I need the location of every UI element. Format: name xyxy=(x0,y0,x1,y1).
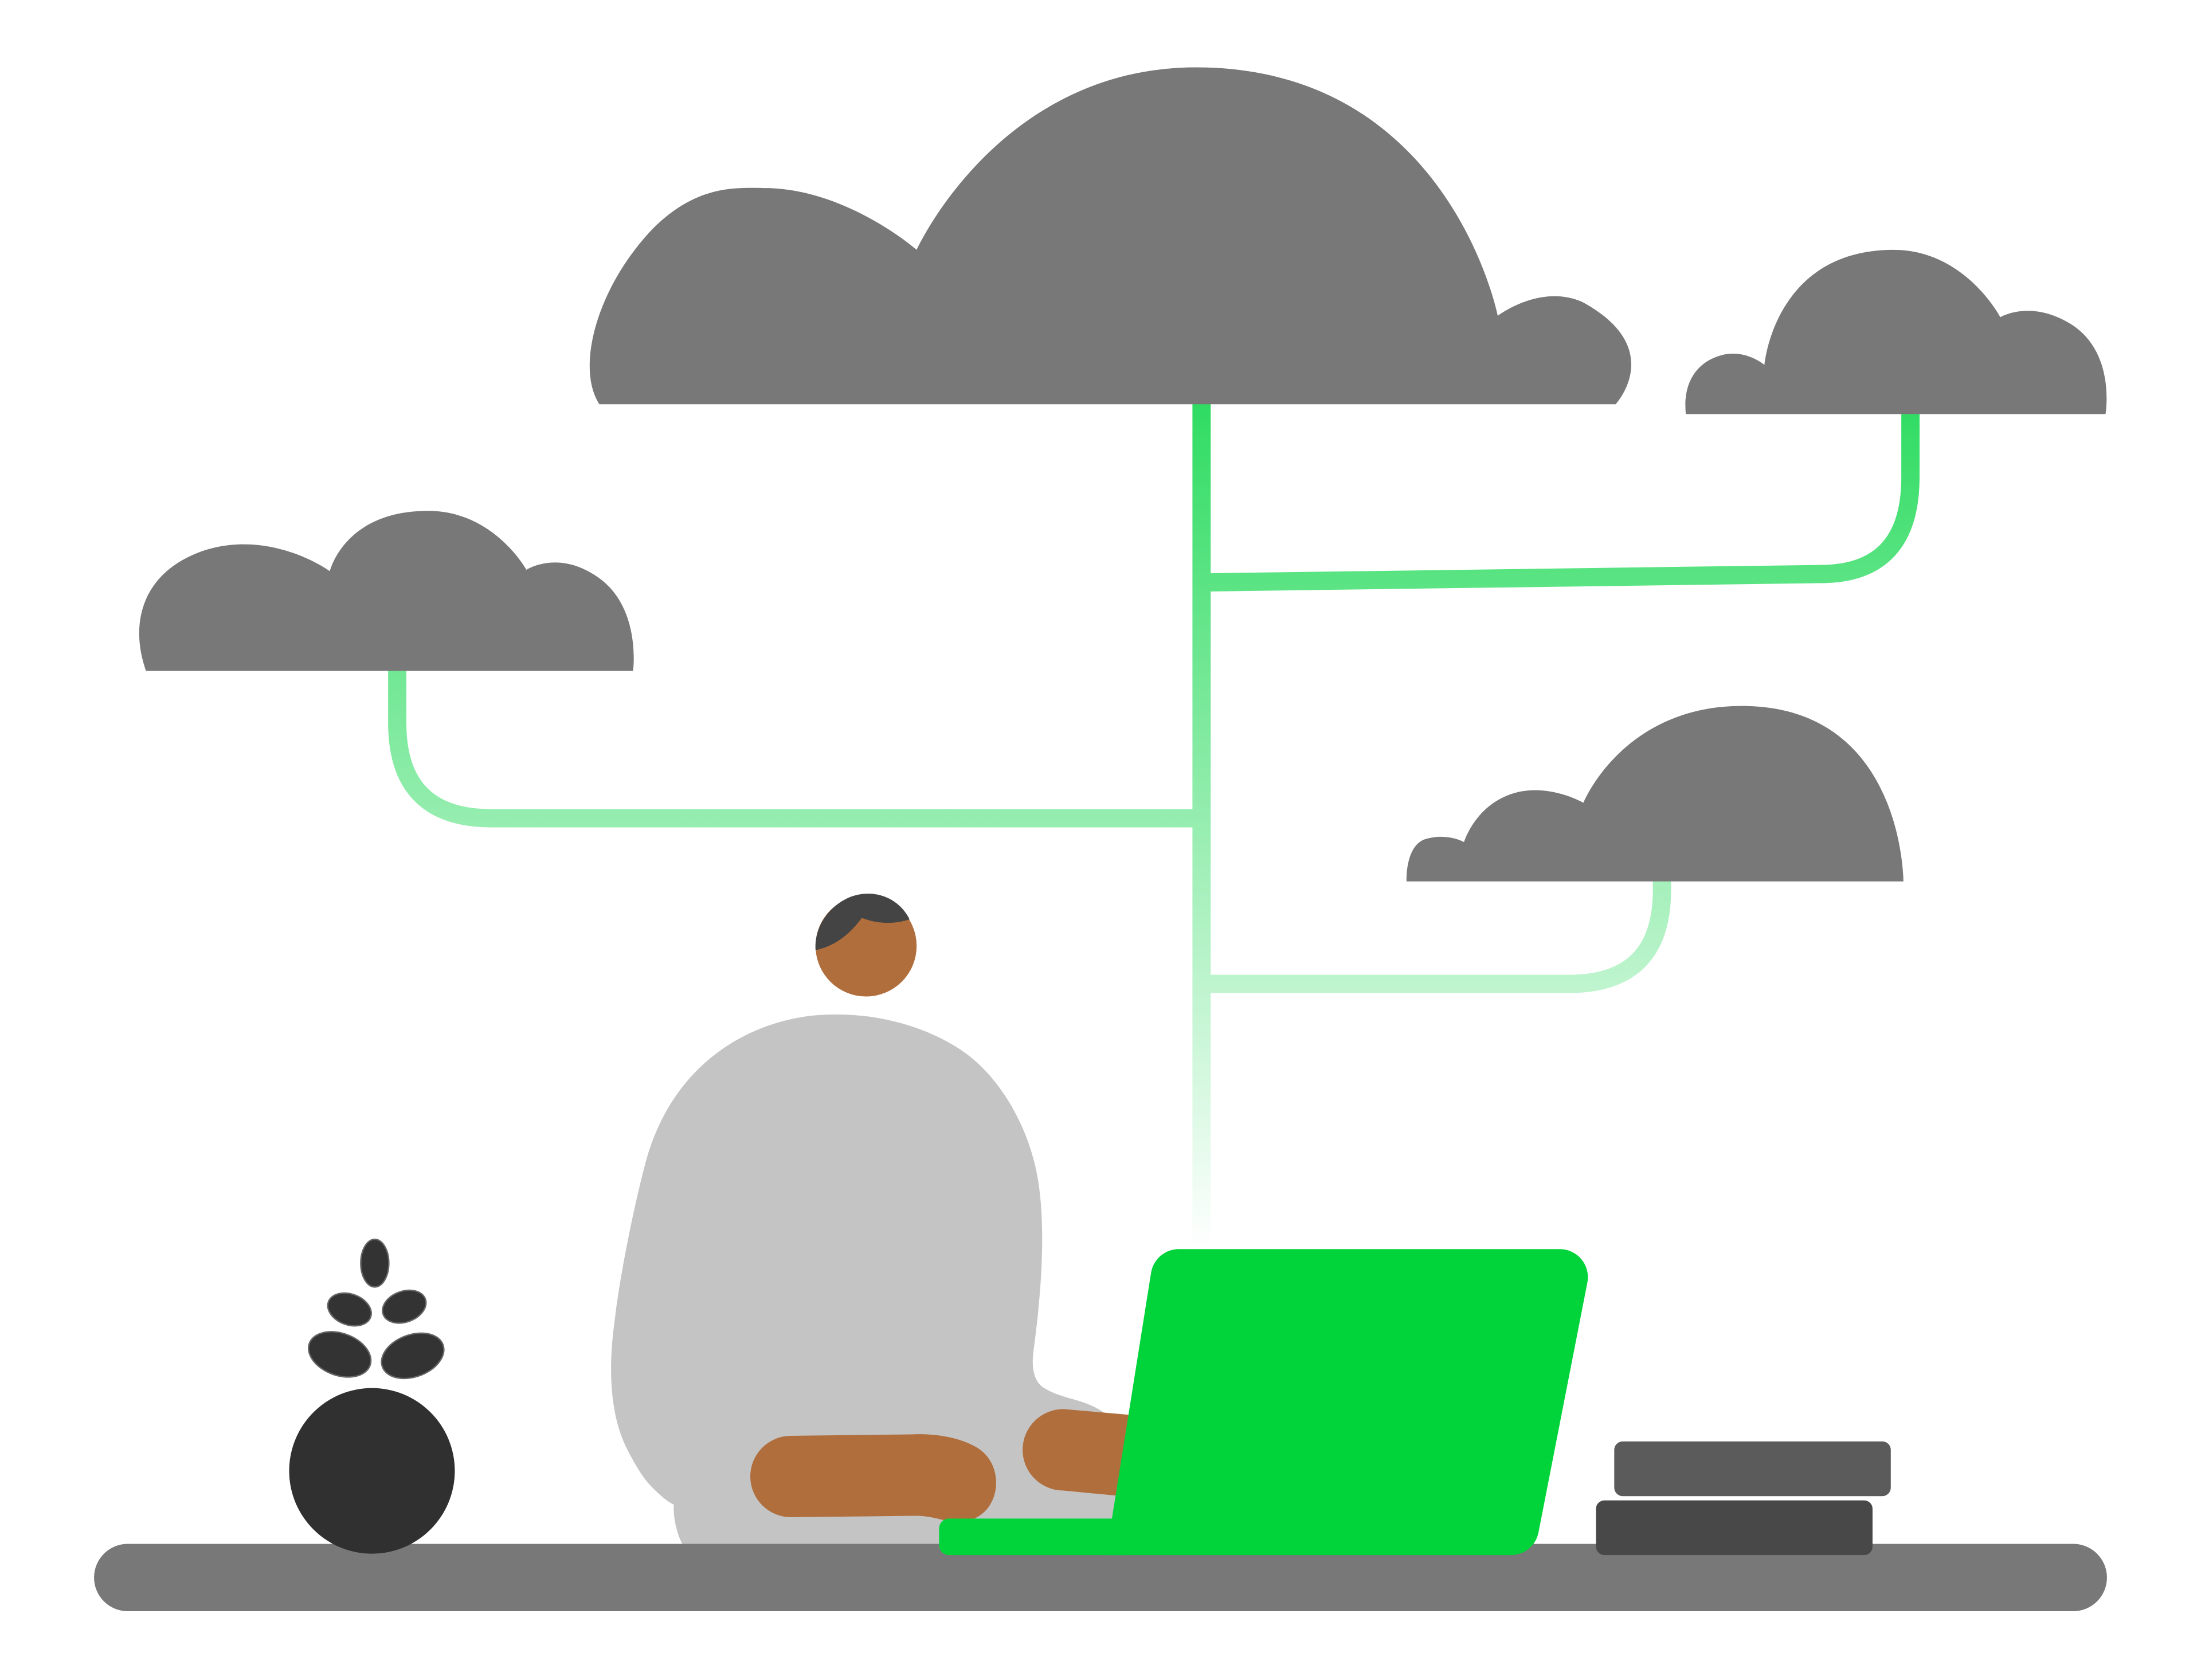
plant-leaf xyxy=(381,1332,445,1380)
plant-leaf xyxy=(360,1238,390,1288)
plant-pot xyxy=(289,1388,455,1554)
desk-icon xyxy=(94,1544,2107,1612)
books-icon xyxy=(1596,1441,1891,1556)
person-body xyxy=(611,1014,1123,1544)
person-icon xyxy=(611,894,1144,1544)
laptop-screen xyxy=(1106,1249,1588,1556)
person-arm-right xyxy=(1023,1409,1144,1498)
cloud-right-middle xyxy=(1406,706,1904,882)
plant-leaf xyxy=(308,1331,372,1378)
cloud-left xyxy=(139,511,634,671)
plant-leaves xyxy=(308,1238,445,1380)
cloud-right-top xyxy=(1685,249,2107,414)
clouds xyxy=(139,67,2107,882)
book-bottom xyxy=(1596,1500,1873,1556)
plant-leaf xyxy=(382,1289,427,1324)
person-hair xyxy=(815,894,910,950)
cloud-large-center xyxy=(589,67,1632,405)
network-branch-right-top xyxy=(1192,405,1920,592)
network-branch-right-middle xyxy=(1192,872,1671,993)
person-arm-left xyxy=(750,1434,996,1523)
network-branch-left xyxy=(388,661,1211,828)
laptop-base xyxy=(939,1518,1136,1556)
network-lines xyxy=(388,395,1920,1259)
laptop-icon xyxy=(939,1249,1588,1556)
plant-icon xyxy=(289,1238,455,1554)
book-top xyxy=(1614,1441,1891,1497)
plant-leaf xyxy=(327,1292,372,1327)
